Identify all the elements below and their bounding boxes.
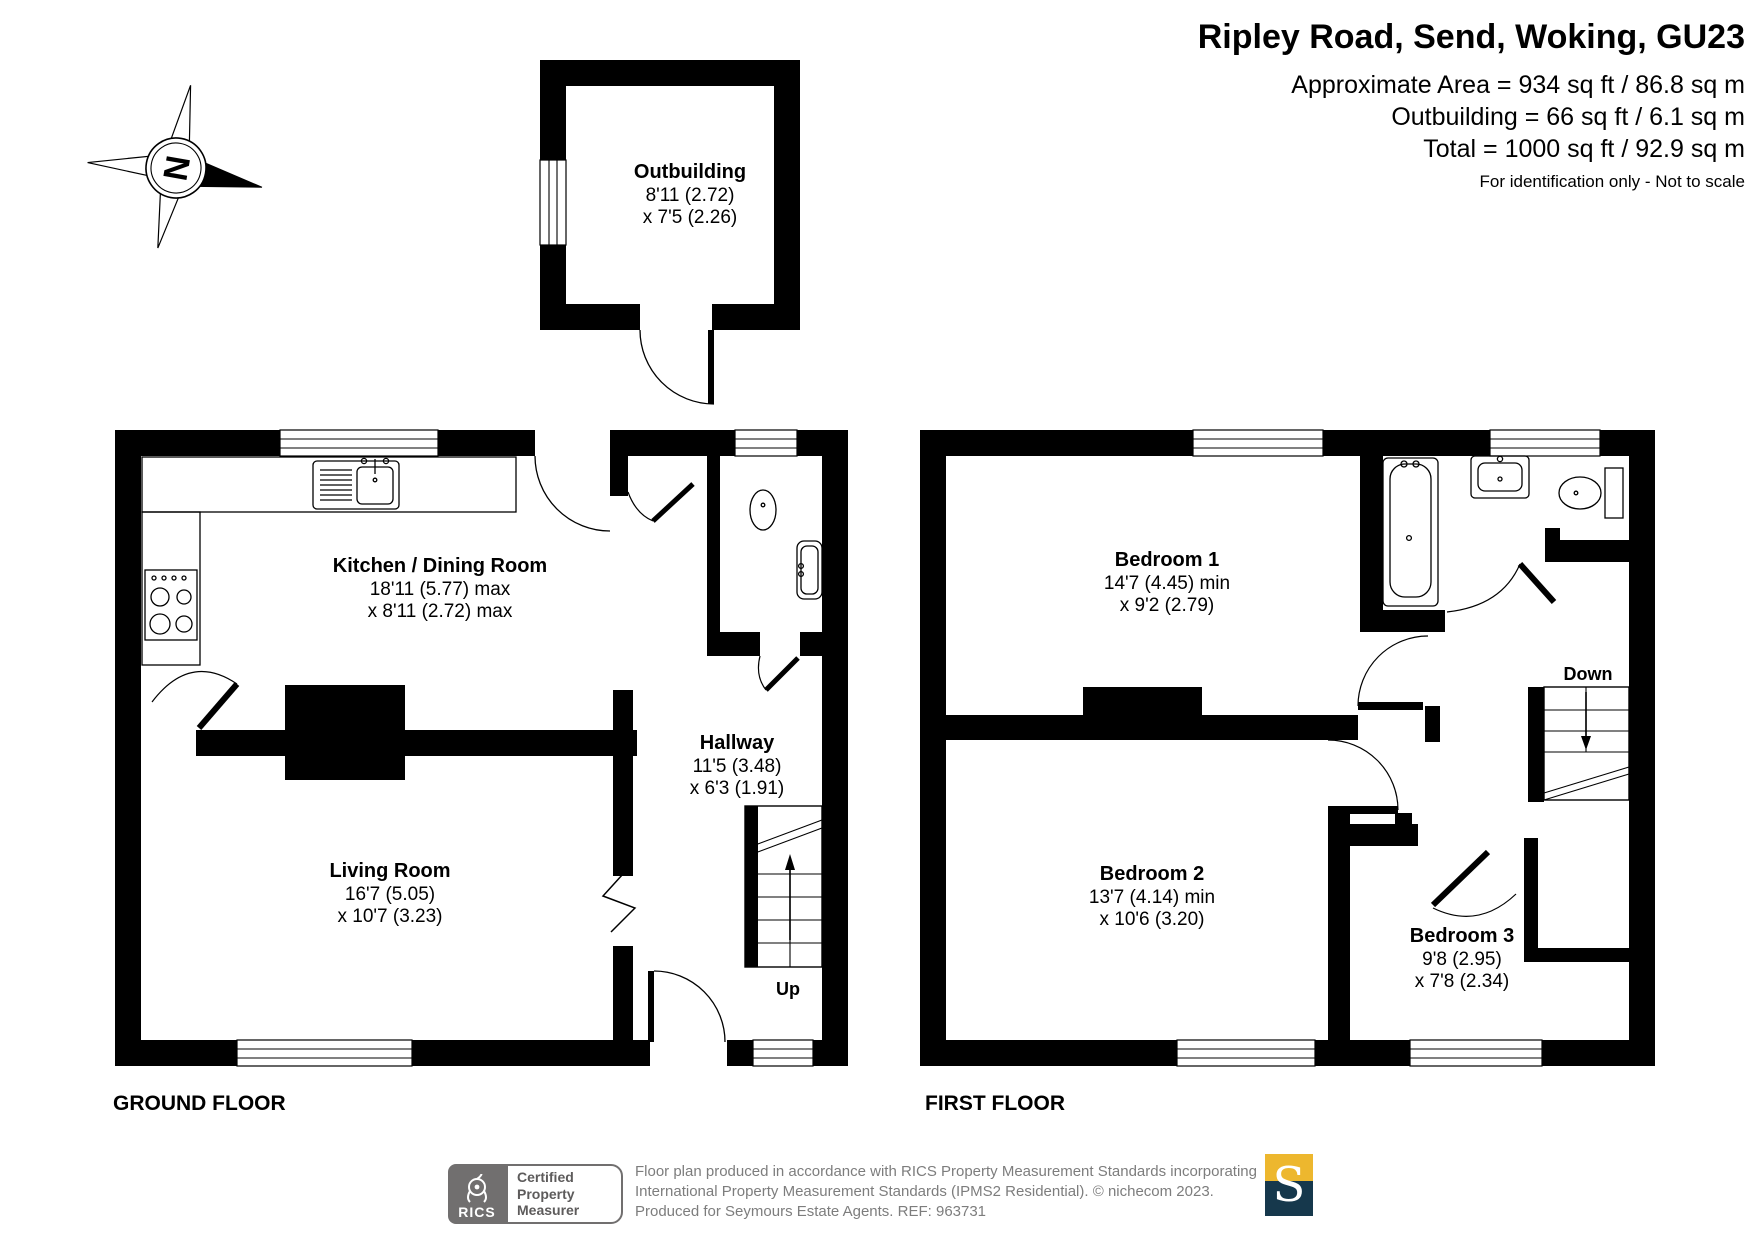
- outbuilding-plan: Outbuilding 8'11 (2.72) x 7'5 (2.26): [539, 60, 800, 405]
- seymours-logo-yellow: [1265, 1154, 1313, 1181]
- disclaimer-text: Floor plan produced in accordance with R…: [635, 1162, 1295, 1221]
- svg-text:x 7'8 (2.34): x 7'8 (2.34): [1415, 971, 1509, 992]
- kitchen-counter: [141, 456, 517, 666]
- bath-icon: [1382, 457, 1439, 607]
- svg-text:8'11 (2.72): 8'11 (2.72): [646, 185, 735, 206]
- bedroom3-window: [1409, 1039, 1543, 1067]
- room-label-bedroom3: Bedroom 3 9'8 (2.95) x 7'8 (2.34): [1410, 925, 1514, 992]
- stairs-down: Down: [1543, 664, 1630, 801]
- svg-text:x 7'5 (2.26): x 7'5 (2.26): [643, 207, 737, 228]
- svg-text:11'5 (3.48): 11'5 (3.48): [693, 756, 782, 777]
- svg-text:Outbuilding: Outbuilding: [634, 161, 746, 183]
- svg-text:Bedroom 2: Bedroom 2: [1100, 863, 1204, 885]
- svg-text:16'7 (5.05): 16'7 (5.05): [345, 884, 435, 905]
- seymours-logo: S: [1265, 1154, 1313, 1216]
- living-hall-door: [648, 970, 726, 1043]
- svg-text:18'11 (5.77) max: 18'11 (5.77) max: [370, 579, 511, 600]
- svg-text:9'8 (2.95): 9'8 (2.95): [1422, 949, 1502, 970]
- stairs-up: Up: [744, 805, 823, 999]
- bedroom2-window: [1176, 1039, 1316, 1067]
- first-internal-walls: [946, 456, 1629, 1040]
- ground-internal-walls: [196, 456, 822, 1040]
- outbuilding-area: Outbuilding = 66 sq ft / 6.1 sq m: [1391, 103, 1745, 131]
- cert-line2: Property: [517, 1185, 575, 1202]
- wc-door: [757, 655, 800, 692]
- outbuilding-window: [539, 159, 567, 246]
- hob-icon: [144, 569, 198, 641]
- bathroom-door: [1446, 561, 1557, 613]
- rics-logo: RICS: [448, 1164, 506, 1224]
- seymours-logo-navy: [1265, 1181, 1313, 1216]
- svg-text:x 9'2 (2.79): x 9'2 (2.79): [1120, 595, 1214, 616]
- bathroom-window: [1489, 429, 1601, 457]
- rics-wordmark: RICS: [458, 1204, 496, 1220]
- entrance-inner-door: [627, 482, 695, 523]
- identification-note: For identification only - Not to scale: [1479, 172, 1745, 191]
- svg-text:Bedroom 3: Bedroom 3: [1410, 925, 1514, 947]
- svg-text:x 8'11 (2.72) max: x 8'11 (2.72) max: [368, 601, 513, 622]
- hall-door-opening: [650, 1040, 727, 1066]
- bedroom3-door: [1430, 849, 1517, 917]
- wc-basin-icon: [796, 540, 823, 600]
- page-title: Ripley Road, Send, Woking, GU23: [1197, 18, 1745, 56]
- stairs-down-label: Down: [1564, 664, 1613, 684]
- svg-text:Bedroom 1: Bedroom 1: [1115, 549, 1219, 571]
- wall-break-zigzag: [601, 873, 637, 933]
- bathroom-basin-icon: [1470, 455, 1530, 499]
- rics-lion-icon: [467, 1174, 487, 1203]
- ground-floor-plan: Up Kitchen / Dining Room 18'11 (5.77) ma…: [115, 429, 848, 1067]
- seymours-logo-letter: S: [1272, 1157, 1306, 1213]
- compass-rose-icon: N: [87, 85, 263, 249]
- chimney-breast: [285, 685, 405, 780]
- approximate-area: Approximate Area = 934 sq ft / 86.8 sq m: [1291, 71, 1745, 99]
- front-door-opening: [534, 430, 611, 532]
- chimney-breast-first: [1083, 687, 1202, 740]
- stairs-window: [752, 1039, 814, 1067]
- room-label-outbuilding: Outbuilding 8'11 (2.72) x 7'5 (2.26): [634, 161, 746, 228]
- outbuilding-door: [639, 300, 715, 405]
- disclaimer-line2: International Property Measurement Stand…: [635, 1182, 1214, 1200]
- room-label-hallway: Hallway 11'5 (3.48) x 6'3 (1.91): [690, 732, 784, 799]
- cert-line3: Measurer: [517, 1202, 580, 1219]
- svg-text:x 10'6 (3.20): x 10'6 (3.20): [1099, 909, 1204, 930]
- kitchen-sink-icon: [312, 457, 400, 510]
- header-block: Ripley Road, Send, Woking, GU23 Approxim…: [1198, 18, 1745, 192]
- bathroom-toilet-icon: [1558, 467, 1624, 519]
- kitchen-window: [279, 429, 439, 457]
- svg-text:Hallway: Hallway: [700, 732, 775, 754]
- ground-floor-label: GROUND FLOOR: [113, 1092, 286, 1115]
- first-floor-plan: Down Bedroom 1 14'7 (4.45) min x 9'2 (2.…: [920, 429, 1655, 1067]
- total-area: Total = 1000 sq ft / 92.9 sq m: [1423, 135, 1745, 163]
- living-room-window: [236, 1039, 413, 1067]
- svg-text:Living Room: Living Room: [329, 860, 450, 882]
- certified-property-measurer-badge: Certified Property Measurer: [506, 1164, 623, 1224]
- wc-toilet-icon: [749, 489, 777, 531]
- svg-text:Kitchen / Dining Room: Kitchen / Dining Room: [333, 555, 547, 577]
- bedroom2-door: [1327, 739, 1399, 814]
- bedroom1-door: [1357, 635, 1429, 710]
- disclaimer-line3: Produced for Seymours Estate Agents. REF…: [635, 1202, 987, 1220]
- stairs-up-label: Up: [776, 979, 800, 999]
- room-label-bedroom1: Bedroom 1 14'7 (4.45) min x 9'2 (2.79): [1104, 549, 1230, 616]
- room-label-kitchen: Kitchen / Dining Room 18'11 (5.77) max x…: [333, 555, 547, 622]
- svg-text:14'7 (4.45) min: 14'7 (4.45) min: [1104, 573, 1230, 594]
- wc-window: [734, 429, 798, 457]
- cert-line1: Certified: [517, 1169, 574, 1186]
- bedroom1-window: [1192, 429, 1324, 457]
- kitchen-living-door: [151, 670, 240, 730]
- svg-text:x 10'7 (3.23): x 10'7 (3.23): [337, 906, 442, 927]
- room-label-bedroom2: Bedroom 2 13'7 (4.14) min x 10'6 (3.20): [1089, 863, 1215, 930]
- svg-text:x 6'3 (1.91): x 6'3 (1.91): [690, 778, 784, 799]
- room-label-living: Living Room 16'7 (5.05) x 10'7 (3.23): [329, 860, 450, 927]
- disclaimer-line1: Floor plan produced in accordance with R…: [635, 1163, 1257, 1180]
- first-floor-label: FIRST FLOOR: [925, 1092, 1065, 1115]
- svg-text:13'7 (4.14) min: 13'7 (4.14) min: [1089, 887, 1215, 908]
